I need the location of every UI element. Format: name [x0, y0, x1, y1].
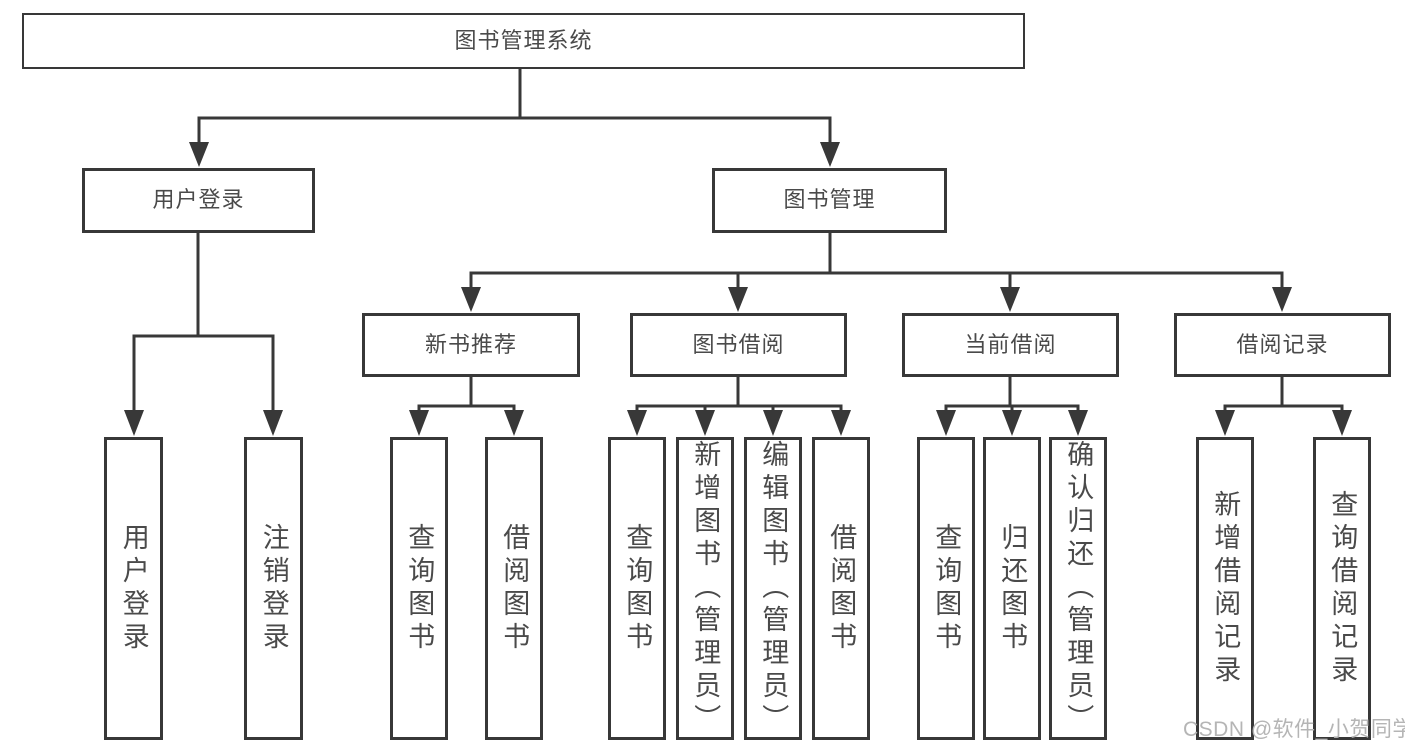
connector-new-book-recommend-children — [409, 377, 524, 436]
leaf-logout: 注销登录 — [244, 437, 303, 740]
arrowhead — [461, 287, 481, 312]
leaf-nbr-borrow-books: 借阅图书 — [485, 437, 543, 740]
leaf-user-login: 用户登录 — [104, 437, 163, 740]
leaf-cb-query-books: 查询图书 — [917, 437, 975, 740]
leaf-bb-add-books-admin: 新增图书（管理员） — [676, 437, 734, 740]
arrowhead — [124, 410, 144, 436]
leaf-bb-edit-books-admin: 编辑图书（管理员） — [744, 437, 802, 740]
arrowhead — [728, 287, 748, 312]
arrowhead — [820, 142, 840, 167]
arrowhead — [1332, 410, 1352, 436]
arrowhead — [1002, 410, 1022, 436]
leaf-bb-borrow-books: 借阅图书 — [812, 437, 870, 740]
arrowhead — [763, 410, 783, 436]
arrowhead — [1000, 287, 1020, 312]
leaf-nbr-query-books: 查询图书 — [390, 437, 448, 740]
node-borrowing-records: 借阅记录 — [1174, 313, 1391, 377]
arrowhead — [409, 410, 429, 436]
node-user-login: 用户登录 — [82, 168, 315, 233]
arrowhead — [831, 410, 851, 436]
connector-borrowing-records-children — [1215, 377, 1352, 436]
connector-current-borrowing-children — [936, 377, 1088, 436]
connector-book-borrowing-children — [627, 377, 851, 436]
arrowhead — [263, 410, 283, 436]
leaf-br-add-record: 新增借阅记录 — [1196, 437, 1254, 740]
arrowhead — [1272, 287, 1292, 312]
node-new-book-recommend: 新书推荐 — [362, 313, 580, 377]
node-book-management: 图书管理 — [712, 168, 947, 233]
arrowhead — [936, 410, 956, 436]
connector-book-management-children — [461, 233, 1292, 312]
leaf-bb-query-books: 查询图书 — [608, 437, 666, 740]
arrowhead — [189, 142, 209, 167]
node-current-borrowing: 当前借阅 — [902, 313, 1119, 377]
leaf-cb-return-books: 归还图书 — [983, 437, 1041, 740]
leaf-br-query-record: 查询借阅记录 — [1313, 437, 1371, 740]
arrowhead — [695, 410, 715, 436]
arrowhead — [1215, 410, 1235, 436]
node-root-system: 图书管理系统 — [22, 13, 1025, 69]
csdn-watermark: CSDN @软件_小贺同学 — [1183, 718, 1405, 741]
connector-user-login-children — [124, 233, 283, 436]
leaf-cb-confirm-return-admin: 确认归还（管理员） — [1049, 437, 1107, 740]
arrowhead — [627, 410, 647, 436]
connector-root-to-level2 — [189, 69, 840, 167]
arrowhead — [504, 410, 524, 436]
arrowhead — [1068, 410, 1088, 436]
node-book-borrowing: 图书借阅 — [630, 313, 847, 377]
